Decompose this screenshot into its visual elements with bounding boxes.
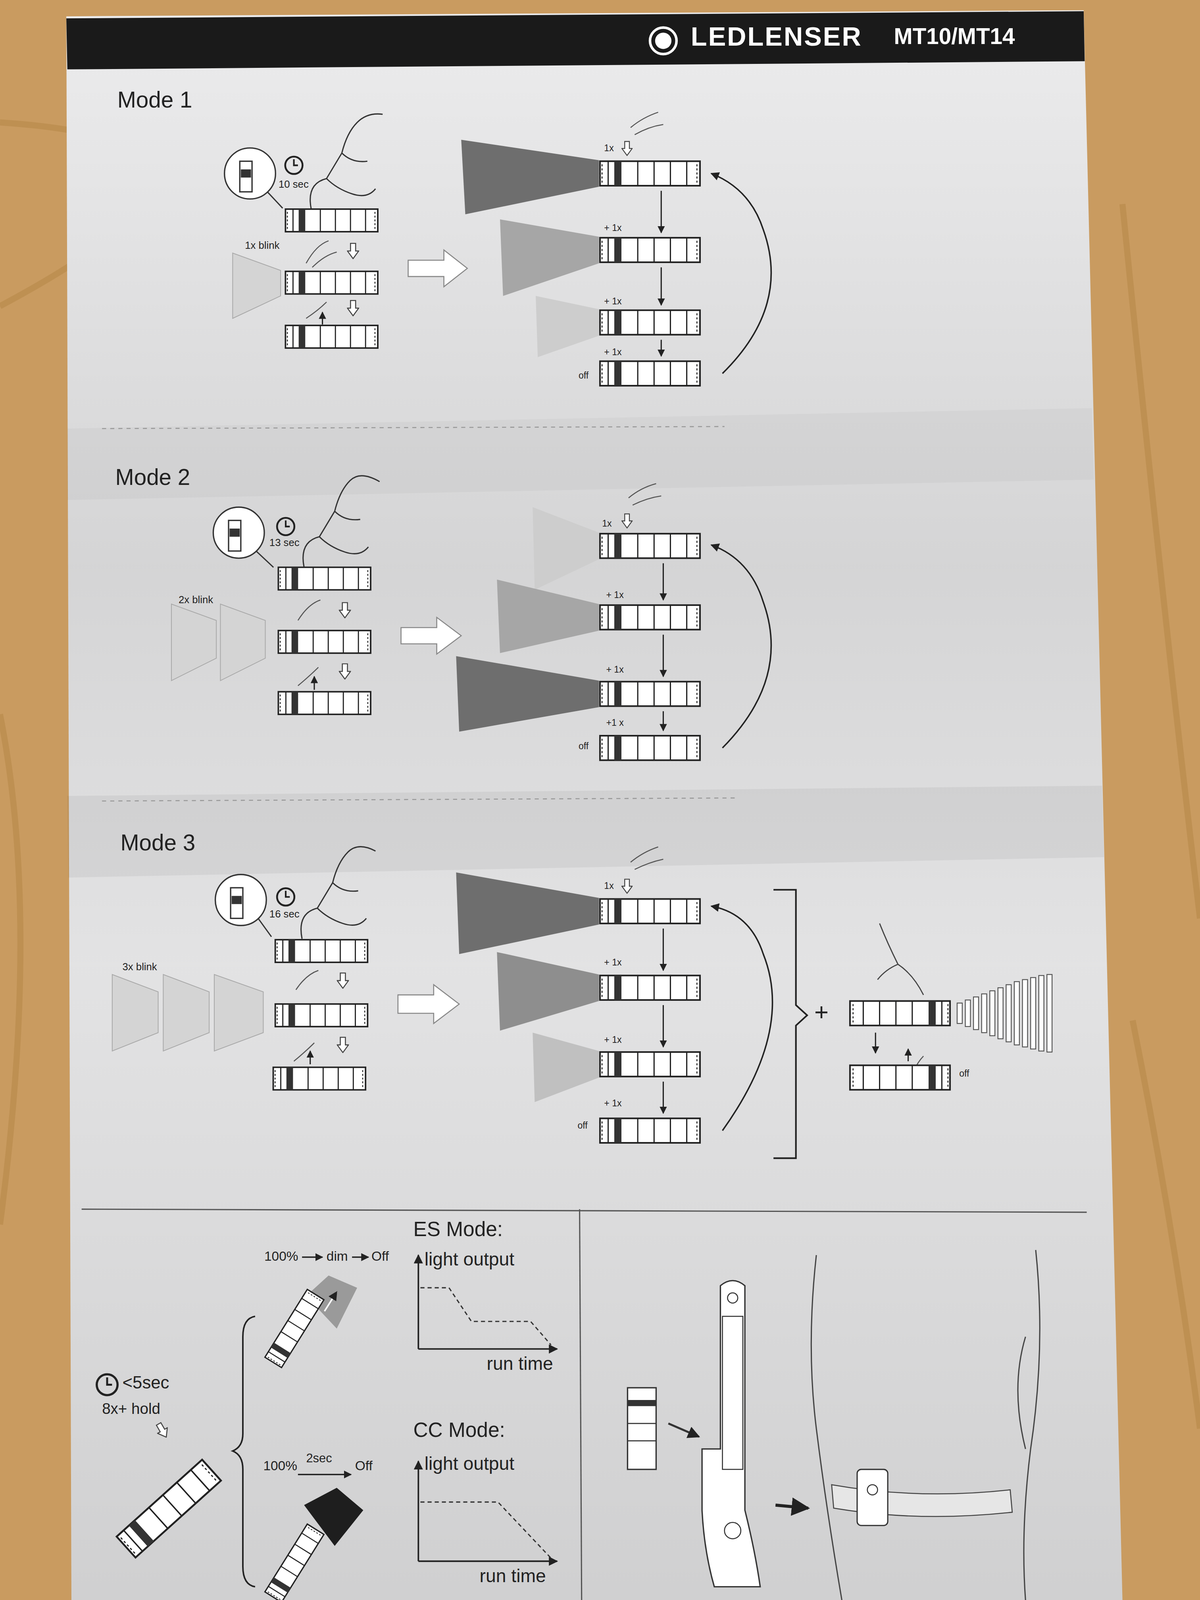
axis-label: run time (479, 1565, 547, 1587)
time-note: 10 sec (278, 178, 309, 191)
bottom-panel (81, 1209, 1087, 1600)
axis-label: light output (424, 1248, 515, 1270)
plus-sign: + (814, 998, 829, 1027)
press-count: + 1x (603, 346, 622, 358)
mode-heading: Mode 2 (115, 464, 191, 491)
blink-note: 1x blink (244, 239, 280, 252)
blink-note: 3x blink (122, 961, 158, 974)
mode2-figure (171, 475, 772, 761)
press-count: + 1x (603, 957, 622, 968)
press-count: + 1x (603, 222, 622, 234)
axis-label: run time (486, 1353, 554, 1375)
header-bar (66, 11, 1085, 70)
press-count: + 1x (603, 1098, 622, 1109)
press-count: +1 x (605, 717, 624, 729)
off-label: off (959, 1068, 970, 1079)
mode-heading: Mode 1 (117, 86, 193, 113)
press-count: 1x (603, 880, 614, 892)
mode1-figure (224, 112, 772, 386)
press-count: + 1x (603, 1034, 622, 1046)
output-level: dim (326, 1248, 349, 1264)
press-count: + 1x (603, 296, 622, 307)
mode-heading: Mode 3 (120, 829, 196, 856)
brand-name: LEDLENSER (690, 21, 863, 52)
off-label: off (578, 370, 589, 381)
time-note: 2sec (305, 1451, 332, 1466)
time-note: 16 sec (269, 908, 300, 921)
blink-note: 2x blink (178, 594, 214, 606)
mode-title: CC Mode: (413, 1418, 505, 1442)
paper-sheet (66, 10, 1123, 1600)
output-level: 100% (263, 1458, 297, 1474)
off-label: off (577, 1120, 588, 1131)
output-level: Off (355, 1458, 373, 1474)
off-label: off (578, 740, 589, 752)
holster-illustration (627, 1250, 1040, 1600)
press-count: + 1x (605, 589, 624, 601)
axis-label: light output (424, 1453, 515, 1475)
press-note: 8x+ hold (101, 1400, 161, 1418)
press-count: 1x (603, 142, 614, 154)
mode3-figure (112, 846, 1052, 1159)
output-level: Off (371, 1248, 389, 1264)
strobe-beam (957, 974, 1052, 1052)
mode-title: ES Mode: (413, 1217, 503, 1241)
press-count: + 1x (605, 664, 624, 675)
output-level: 100% (264, 1248, 299, 1264)
model-name: MT10/MT14 (894, 23, 1016, 50)
time-note: 13 sec (269, 536, 300, 549)
time-note: <5sec (122, 1372, 170, 1393)
press-count: 1x (601, 518, 612, 529)
